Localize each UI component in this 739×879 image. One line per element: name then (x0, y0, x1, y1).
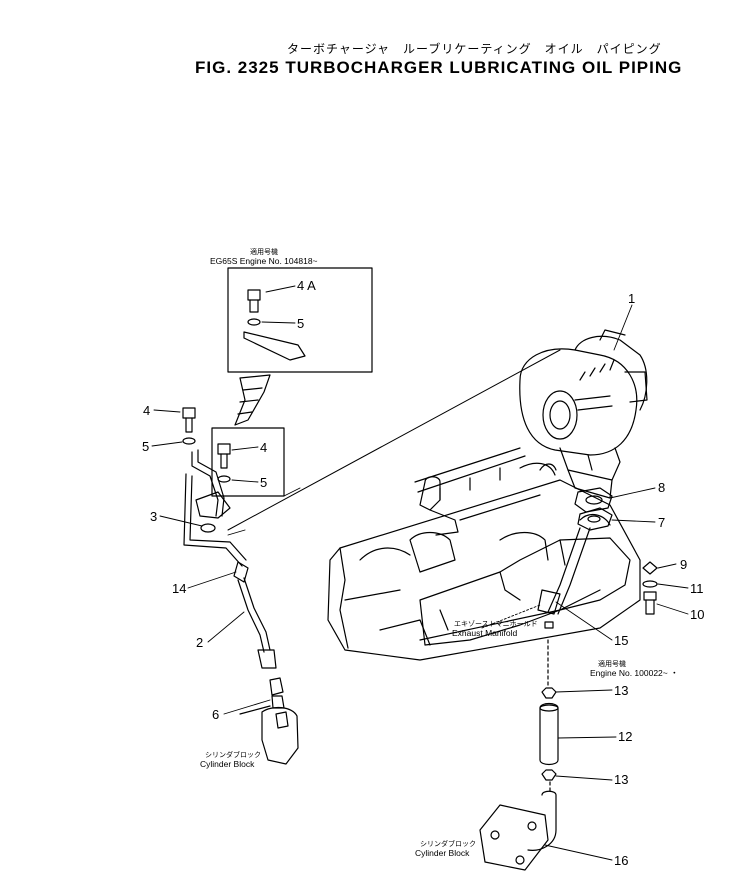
rocker-rail (414, 447, 526, 501)
callout-13-upper: 13 (614, 683, 628, 698)
serial-label-lower: Engine No. 100022~ ・ (590, 668, 679, 678)
hose-assembly (539, 621, 559, 793)
callout-5-inset: 5 (260, 475, 267, 490)
cylinder-block-right-label: Cylinder Block (415, 848, 470, 858)
callout-6: 6 (212, 707, 219, 722)
inset-serial-label: EG65S Engine No. 104818~ (210, 256, 318, 266)
left-cylinder-block (239, 677, 299, 765)
oil-feed-pipe (183, 449, 277, 669)
serial-applicability-jp: 適用号機 (598, 659, 626, 668)
callout-7: 7 (658, 515, 665, 530)
callout-3: 3 (150, 509, 157, 524)
leader-lines (151, 285, 689, 861)
elbow-fitting (419, 476, 459, 536)
drain-pipe (537, 527, 591, 615)
exhaust-manifold-label: Exhaust Manifold (452, 628, 517, 638)
inset-box-upper (227, 267, 373, 426)
cylinder-block-left-label: Cylinder Block (200, 759, 255, 769)
exhaust-manifold (419, 513, 631, 646)
figure-title-japanese: ターボチャージャ ルーブリケーティング オイル パイピング (287, 42, 662, 56)
turbocharger (519, 329, 648, 499)
inset-applicability-jp: 適用号機 (250, 247, 278, 256)
gasket-8 (574, 487, 613, 513)
callout-8: 8 (658, 480, 665, 495)
callout-13-lower: 13 (614, 772, 628, 787)
callout-2: 2 (196, 635, 203, 650)
inset-box-lower (211, 427, 285, 497)
figure-title: FIG. 2325 TURBOCHARGER LUBRICATING OIL P… (195, 58, 683, 77)
callout-16: 16 (614, 853, 628, 868)
bolt-hardware-right (642, 561, 658, 615)
drain-elbow-block (479, 790, 557, 871)
callout-15: 15 (614, 633, 628, 648)
connector-7 (577, 507, 613, 531)
callout-4-inset: 4 (260, 440, 267, 455)
callout-10: 10 (690, 607, 704, 622)
cylinder-block-left-jp: シリンダブロック (205, 750, 261, 759)
callout-5-inset-upper: 5 (297, 316, 304, 331)
callout-12: 12 (618, 729, 632, 744)
callout-9: 9 (680, 557, 687, 572)
callout-4a: 4 A (297, 278, 316, 293)
callout-14: 14 (172, 581, 186, 596)
callout-5-upper: 5 (142, 439, 149, 454)
bolt-4-upper (182, 407, 196, 445)
exhaust-manifold-label-jp: エキゾーストマニホールド (454, 620, 538, 628)
cylinder-block-right-jp: シリンダブロック (420, 839, 476, 848)
callout-11: 11 (690, 581, 704, 596)
callout-1: 1 (628, 291, 635, 306)
callout-4-upper: 4 (143, 403, 150, 418)
